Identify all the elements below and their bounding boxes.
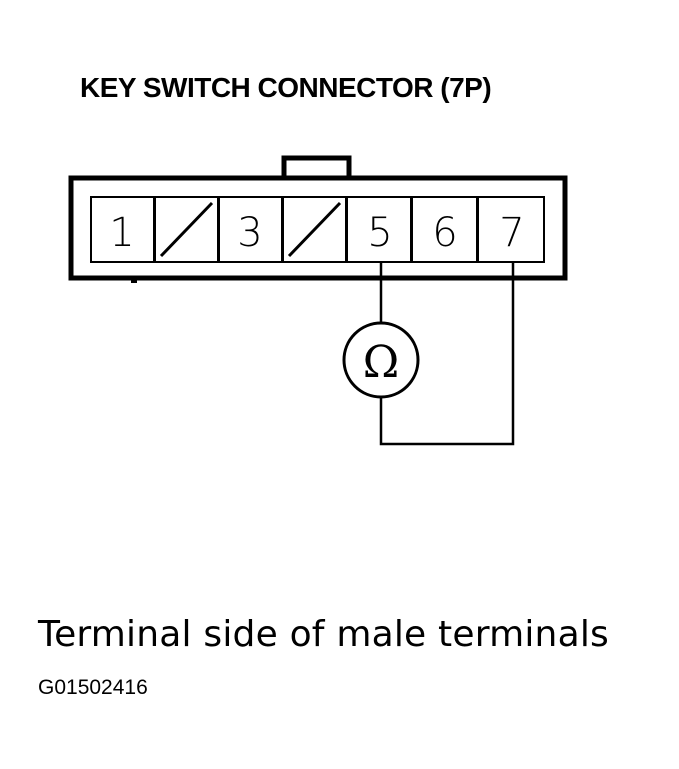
cavity-1: 1 (90, 196, 155, 263)
housing-mark (131, 280, 137, 283)
probe-wire-terminal-7 (379, 262, 515, 446)
cavity-label-7: 7 (499, 210, 524, 256)
cavity-label-3: 3 (237, 210, 262, 256)
cavity-label-1: 1 (109, 210, 134, 256)
ohmmeter: Ω (342, 321, 420, 399)
ohm-icon: Ω (363, 337, 399, 388)
empty-cavity-slash (159, 201, 214, 258)
empty-cavity-slash (287, 201, 342, 258)
cavity-7: 7 (477, 196, 545, 263)
diagram-title: KEY SWITCH CONNECTOR (7P) (80, 72, 492, 103)
figure-id: G01502416 (38, 676, 148, 699)
caption: Terminal side of male terminals (38, 614, 609, 655)
cavity-label-6: 6 (432, 210, 457, 256)
cavity-label-5: 5 (367, 210, 392, 256)
